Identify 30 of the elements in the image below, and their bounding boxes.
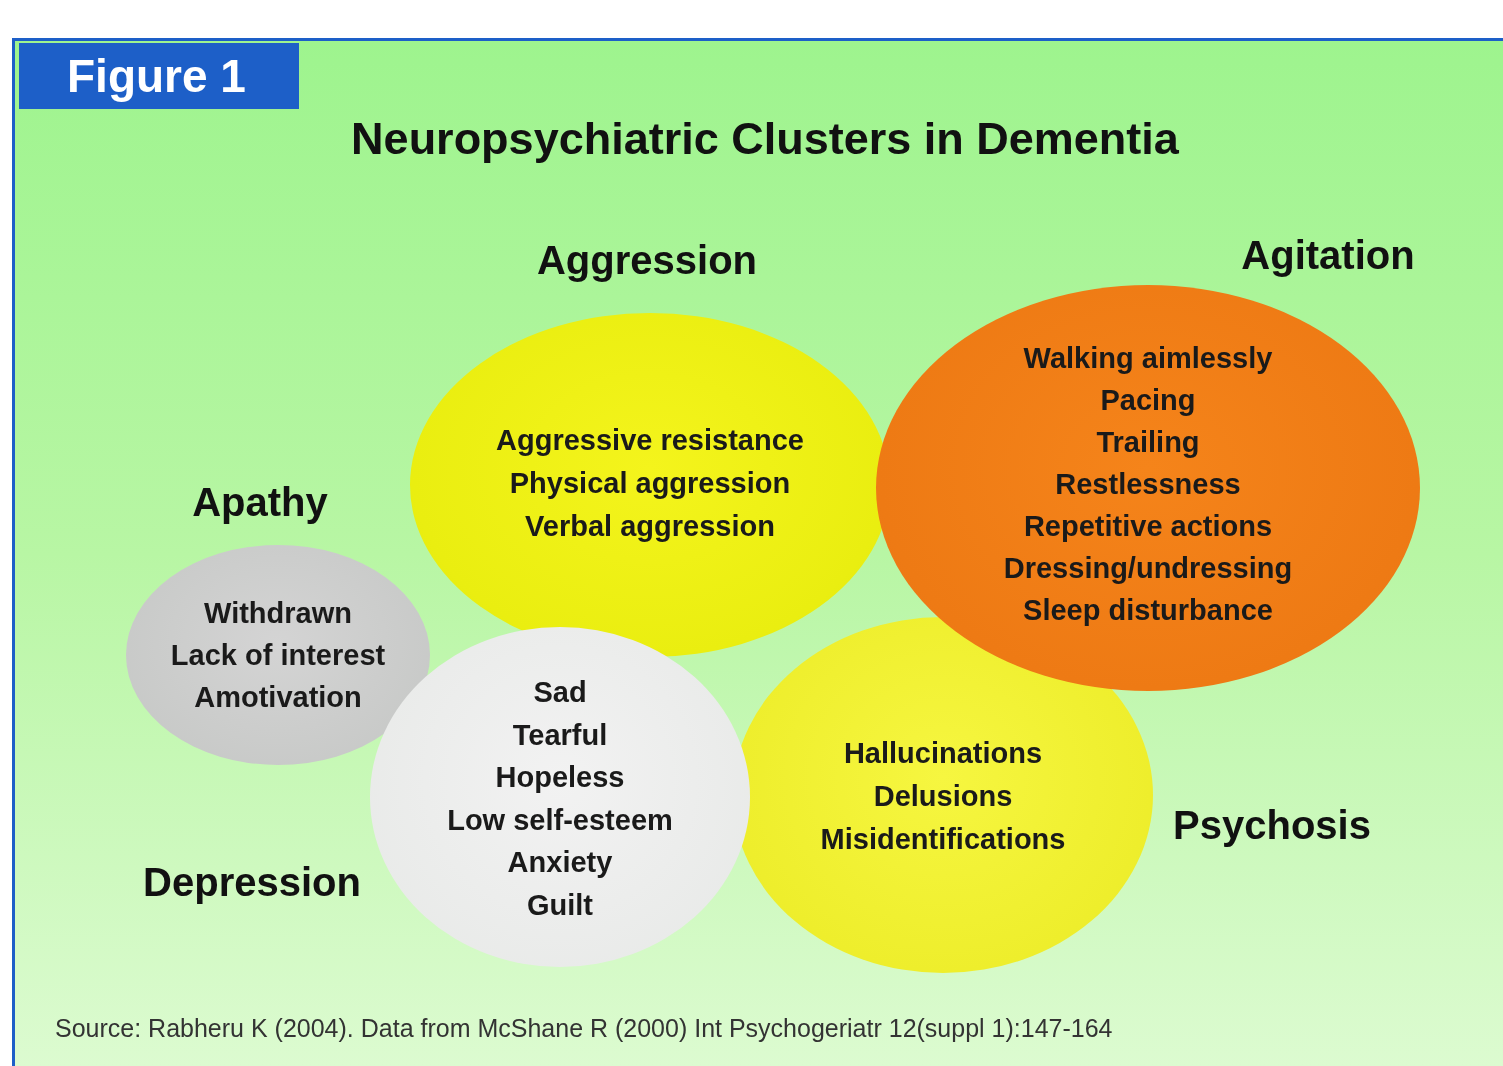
symptom-text: Anxiety: [507, 845, 613, 879]
symptom-text: Repetitive actions: [1023, 509, 1273, 543]
symptom-text: Lack of interest: [170, 638, 386, 672]
symptom-text: Sleep disturbance: [1023, 593, 1273, 627]
symptom-text: Withdrawn: [204, 596, 352, 630]
symptom-text: Tearful: [512, 718, 608, 751]
symptom-text: Hallucinations: [843, 736, 1043, 770]
source-caption: Source: Rabheru K (2004). Data from McShane R (2000) Int Psychogeriatr 12(suppl 1):147-164: [55, 1014, 1113, 1043]
symptom-text: Delusions: [873, 779, 1013, 813]
symptom-text: Misidentifications: [820, 822, 1066, 856]
symptom-text: Verbal aggression: [525, 509, 775, 543]
symptom-text: Physical aggression: [509, 466, 791, 500]
symptom-text: Aggressive resistance: [496, 423, 804, 457]
symptom-text: Restlessness: [1055, 467, 1241, 501]
cluster-heading: Psychosis: [1173, 802, 1371, 848]
cluster-heading: Apathy: [192, 479, 328, 525]
symptom-text: Guilt: [527, 888, 593, 921]
symptom-text: Trailing: [1096, 425, 1200, 459]
figure-tab: Figure 1: [19, 43, 299, 109]
symptom-text: Pacing: [1100, 383, 1196, 417]
symptom-text: Walking aimlessly: [1023, 341, 1273, 375]
symptom-text: Hopeless: [495, 760, 625, 794]
symptom-text: Sad: [533, 675, 587, 709]
symptom-text: Amotivation: [194, 680, 362, 714]
symptom-text: Low self-esteem: [447, 803, 673, 836]
cluster-heading: Agitation: [1241, 232, 1415, 278]
cluster-heading: Depression: [143, 859, 361, 905]
cluster-heading: Aggression: [537, 237, 757, 283]
title: Neuropsychiatric Clusters in Dementia: [350, 113, 1180, 165]
symptom-text: Dressing/undressing: [1003, 551, 1293, 585]
